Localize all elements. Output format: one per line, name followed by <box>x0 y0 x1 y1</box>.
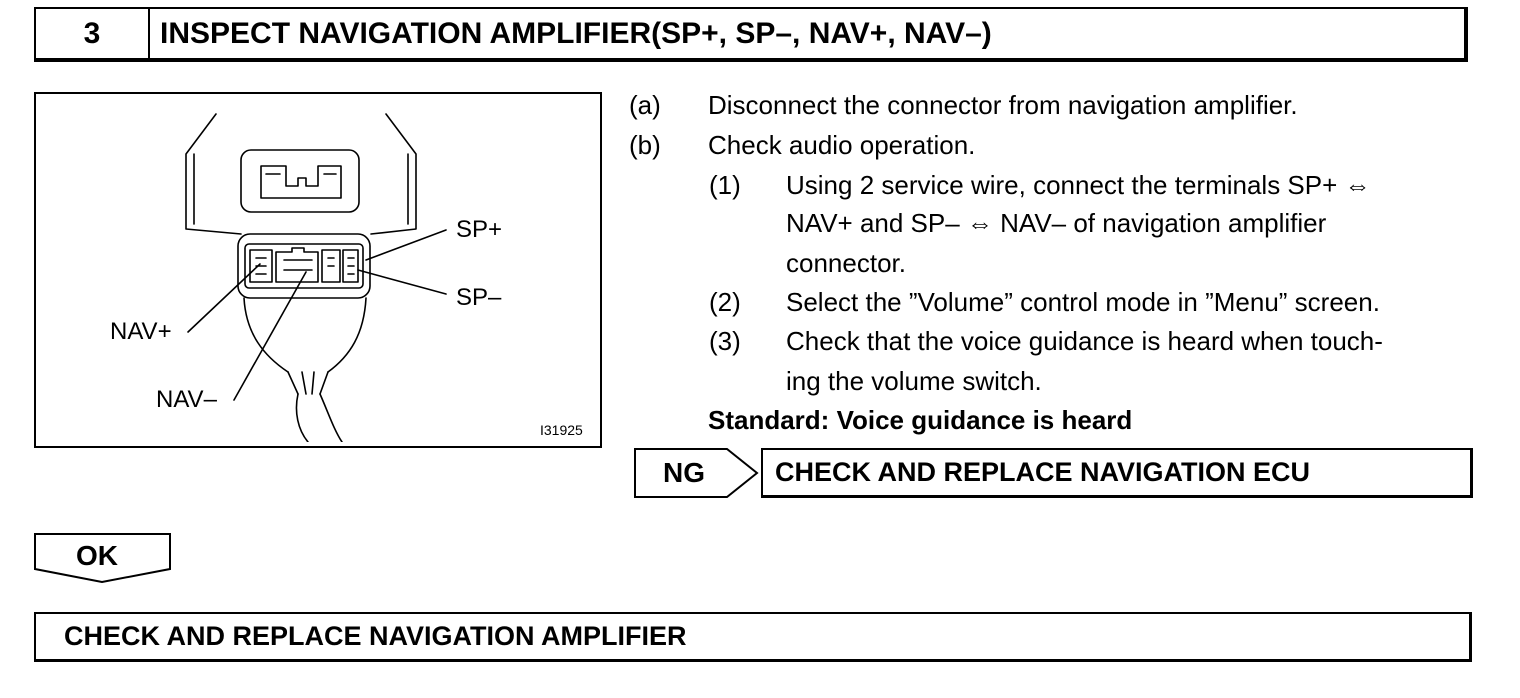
step-b-tag: (b) <box>629 130 661 160</box>
step-b-text: Check audio operation. <box>708 130 976 160</box>
substep-2-line-1: Select the ”Volume” control mode in ”Men… <box>786 287 1380 317</box>
substep-3-tag: (3) <box>709 326 741 356</box>
step-number: 3 <box>36 9 150 58</box>
ng-action-box: CHECK AND REPLACE NAVIGATION ECU <box>761 448 1473 498</box>
label-nav-minus: NAV– <box>156 386 217 413</box>
step-a-tag: (a) <box>629 90 661 120</box>
substep-1-line-3: connector. <box>786 248 906 278</box>
substep-1-tag: (1) <box>709 170 741 200</box>
label-nav-plus: NAV+ <box>110 318 172 345</box>
substep-3-line-1: Check that the voice guidance is heard w… <box>786 326 1383 356</box>
connector-drawing <box>185 113 447 442</box>
label-sp-plus: SP+ <box>456 216 503 243</box>
figure-id: I31925 <box>540 422 583 438</box>
step-title: INSPECT NAVIGATION AMPLIFIER(SP+, SP–, N… <box>160 16 992 50</box>
ok-action-text: CHECK AND REPLACE NAVIGATION AMPLIFIER <box>64 621 687 651</box>
substep-2-tag: (2) <box>709 287 741 317</box>
substep-3-line-2: ing the volume switch. <box>786 366 1042 396</box>
ng-arrow-tag <box>634 448 759 498</box>
ng-label: NG <box>663 457 705 488</box>
ng-action-text: CHECK AND REPLACE NAVIGATION ECU <box>775 457 1311 487</box>
label-sp-minus: SP– <box>456 284 502 311</box>
ok-action-box: CHECK AND REPLACE NAVIGATION AMPLIFIER <box>34 612 1472 662</box>
step-header: 3 INSPECT NAVIGATION AMPLIFIER(SP+, SP–,… <box>34 7 1468 62</box>
ok-label: OK <box>76 540 118 571</box>
step-a-text: Disconnect the connector from navigation… <box>708 90 1298 120</box>
substep-1-line-1: Using 2 service wire, connect the termin… <box>786 170 1371 200</box>
substep-1-line-2: NAV+ and SP– ⇔ NAV– of navigation amplif… <box>786 208 1327 238</box>
standard-text: Standard: Voice guidance is heard <box>708 405 1133 435</box>
ok-arrow-tag <box>34 533 171 583</box>
connector-figure: SP+ SP– NAV+ NAV– I31925 <box>34 92 602 448</box>
